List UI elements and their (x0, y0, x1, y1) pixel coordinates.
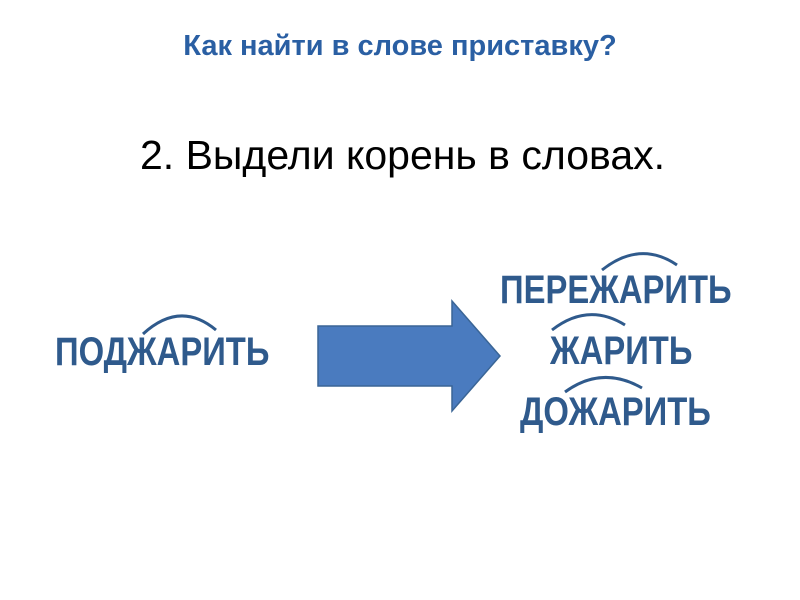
result-word-3: ДОЖАРИТЬ (520, 390, 711, 434)
slide-title: Как найти в слове приставку? (183, 30, 617, 62)
root-arc-source (141, 314, 217, 336)
result-word-1: ПЕРЕЖАРИТЬ (500, 268, 732, 312)
instruction-text: 2. Выдели корень в словах. (140, 132, 666, 178)
source-word: ПОДЖАРИТЬ (55, 330, 270, 374)
root-arc-result-3 (564, 376, 643, 394)
root-arc-result-2 (551, 313, 626, 332)
result-word-2: ЖАРИТЬ (550, 329, 693, 373)
right-arrow-icon (317, 299, 501, 413)
root-arc-result-1 (601, 252, 678, 272)
